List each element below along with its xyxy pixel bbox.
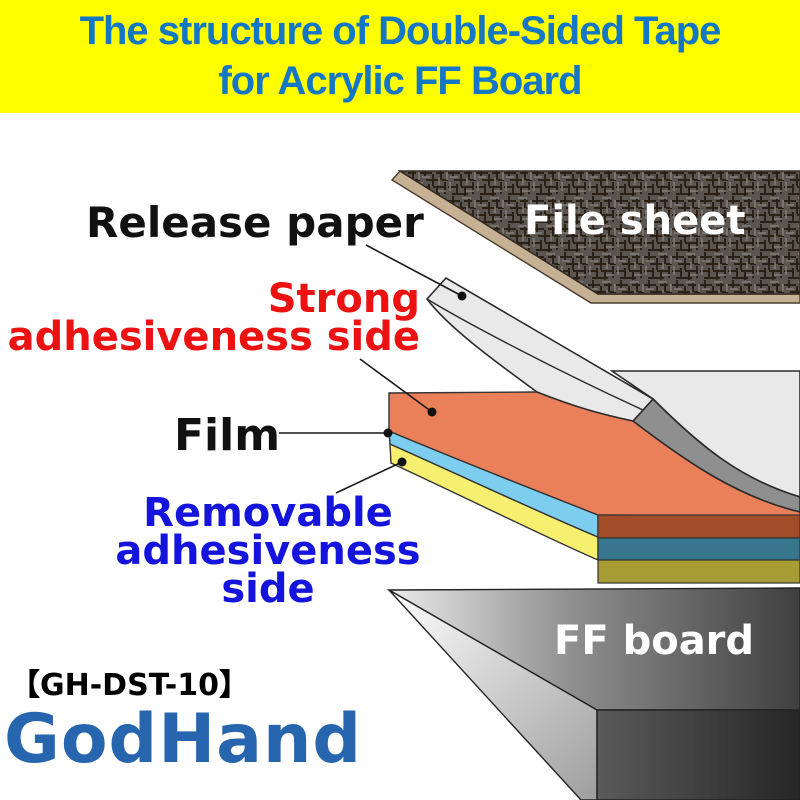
release-paper-strip xyxy=(425,276,655,422)
connector-removable xyxy=(335,461,403,494)
removable-adhesive-label-line1: Removable xyxy=(143,490,393,536)
dot-removable xyxy=(397,457,407,467)
release-paper-fold xyxy=(631,397,800,513)
connector-dots xyxy=(383,291,467,467)
connector-strong xyxy=(359,358,433,413)
tape-removable-front xyxy=(597,559,800,584)
file-sheet-face xyxy=(397,170,800,295)
connector-release-paper xyxy=(365,244,463,297)
strong-adhesive-label-line2: adhesiveness side xyxy=(7,314,420,360)
connector-lines xyxy=(279,244,463,494)
brand-logo: GodHand xyxy=(4,700,363,779)
release-paper-label: Release paper xyxy=(86,198,424,247)
title-line-2: for Acrylic FF Board xyxy=(218,59,582,103)
dot-release-paper xyxy=(457,291,467,301)
title-banner: The structure of Double-Sided Tape for A… xyxy=(0,0,800,113)
release-paper-crease xyxy=(426,298,644,411)
file-sheet-label: File sheet xyxy=(524,198,746,244)
removable-adhesive-label-line2: adhesiveness side xyxy=(115,528,421,612)
title-line-1: The structure of Double-Sided Tape xyxy=(79,9,722,53)
dot-strong xyxy=(427,407,437,417)
ff-board-label: FF board xyxy=(554,618,755,664)
ff-board-front xyxy=(596,709,800,800)
strong-adhesive-label: Strong adhesiveness side xyxy=(0,276,420,360)
tape-film-front xyxy=(597,537,800,561)
product-model-code: 【GH-DST-10】 xyxy=(10,668,249,703)
strong-adhesive-label-line1: Strong xyxy=(267,276,420,322)
ff-board-left xyxy=(388,589,598,800)
tape-strong-front xyxy=(597,514,800,539)
film-label: Film xyxy=(174,410,281,461)
dot-film xyxy=(383,428,393,438)
removable-adhesive-label: Removable adhesiveness side xyxy=(80,490,456,612)
